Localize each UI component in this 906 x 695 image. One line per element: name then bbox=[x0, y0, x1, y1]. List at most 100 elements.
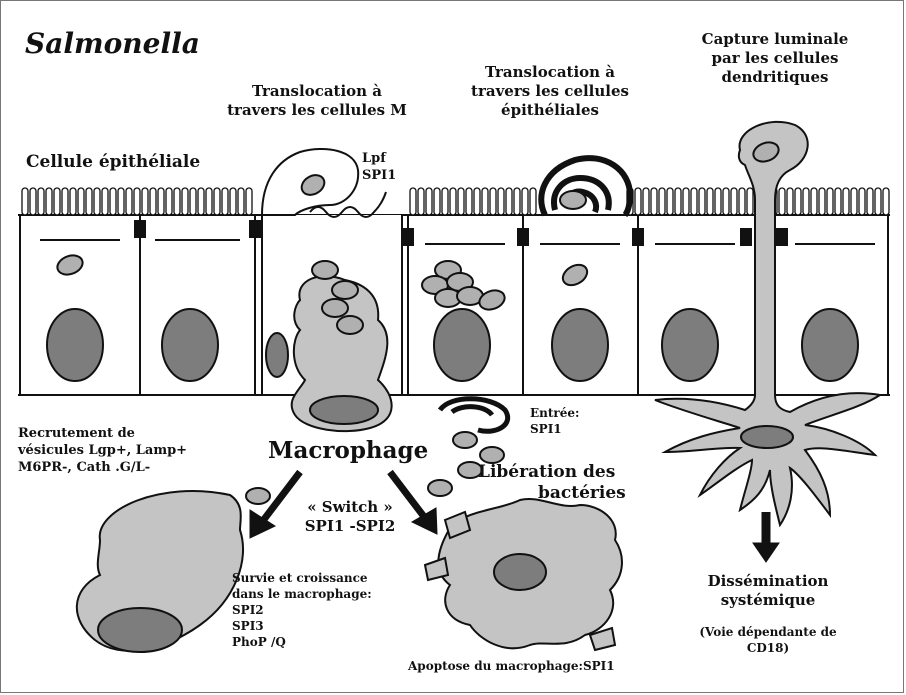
microvillus bbox=[843, 188, 849, 215]
microvillus bbox=[530, 188, 536, 215]
microvillus bbox=[715, 188, 721, 215]
label-lpf: Lpf SPI1 bbox=[362, 150, 396, 184]
microvillus bbox=[851, 188, 857, 215]
microvillus bbox=[787, 188, 793, 215]
label-route: (Voie dépendante de CD18) bbox=[668, 624, 868, 656]
microvillus bbox=[150, 188, 156, 215]
tight-junction bbox=[776, 228, 788, 246]
microvillus bbox=[883, 188, 889, 215]
microvillus bbox=[222, 188, 228, 215]
apoptotic-nucleus bbox=[494, 554, 546, 590]
nucleus bbox=[162, 309, 218, 381]
salmonella-bacterium bbox=[428, 480, 452, 496]
microvillus bbox=[859, 188, 865, 215]
tight-junction bbox=[402, 228, 414, 246]
arrow-dissemination-head bbox=[753, 543, 779, 562]
microvillus bbox=[166, 188, 172, 215]
microvillus bbox=[450, 188, 456, 215]
label-survival: Survie et croissance dans le macrophage:… bbox=[232, 570, 372, 650]
microvillus bbox=[490, 188, 496, 215]
microvillus bbox=[819, 188, 825, 215]
microvillus bbox=[466, 188, 472, 215]
microvillus bbox=[54, 188, 60, 215]
microvillus bbox=[78, 188, 84, 215]
microvillus bbox=[174, 188, 180, 215]
microvillus bbox=[230, 188, 236, 215]
microvillus bbox=[434, 188, 440, 215]
label-luminal-capture: Capture luminale par les cellules dendri… bbox=[670, 30, 880, 87]
microvillus bbox=[875, 188, 881, 215]
microvillus bbox=[739, 188, 745, 215]
label-switch: « Switch » SPI1 -SPI2 bbox=[290, 498, 410, 536]
label-apoptosis: Apoptose du macrophage:SPI1 bbox=[408, 658, 615, 674]
microvillus bbox=[522, 188, 528, 215]
microvillus bbox=[659, 188, 665, 215]
membrane-ruffling bbox=[541, 158, 630, 215]
nucleus bbox=[266, 333, 288, 377]
salmonella-bacterium bbox=[322, 299, 348, 317]
label-dissemination: Dissémination systémique bbox=[668, 572, 868, 610]
microvillus bbox=[779, 188, 785, 215]
microvillus bbox=[426, 188, 432, 215]
microvillus bbox=[667, 188, 673, 215]
microvillus bbox=[102, 188, 108, 215]
microvillus bbox=[651, 188, 657, 215]
microvillus bbox=[691, 188, 697, 215]
microvillus bbox=[86, 188, 92, 215]
label-epithelial-cell: Cellule épithéliale bbox=[26, 152, 200, 173]
microvillus bbox=[514, 188, 520, 215]
microvillus bbox=[190, 188, 196, 215]
label-translocation-epithelial: Translocation à travers les cellules épi… bbox=[455, 63, 645, 120]
microvillus bbox=[46, 188, 52, 215]
microvillus bbox=[731, 188, 737, 215]
salmonella-bacterium bbox=[480, 447, 504, 463]
microvillus bbox=[506, 188, 512, 215]
microvillus bbox=[70, 188, 76, 215]
nucleus bbox=[552, 309, 608, 381]
microvillus bbox=[418, 188, 424, 215]
microvillus bbox=[675, 188, 681, 215]
nucleus bbox=[662, 309, 718, 381]
salmonella-bacterium bbox=[312, 261, 338, 279]
microvillus bbox=[795, 188, 801, 215]
microvillus bbox=[803, 188, 809, 215]
salmonella-bacterium bbox=[246, 488, 270, 504]
label-release: Libération des bactéries bbox=[478, 462, 626, 504]
label-entry: Entrée: SPI1 bbox=[530, 405, 579, 437]
microvillus bbox=[707, 188, 713, 215]
microvillus bbox=[22, 188, 28, 215]
microvillus bbox=[126, 188, 132, 215]
figure-title: Salmonella bbox=[25, 28, 200, 60]
salmonella-bacterium bbox=[560, 191, 586, 209]
microvillus bbox=[410, 188, 416, 215]
microvillus bbox=[110, 188, 116, 215]
microvillus bbox=[442, 188, 448, 215]
salmonella-bacterium bbox=[337, 316, 363, 334]
microvillus bbox=[643, 188, 649, 215]
dendritic-cell-nucleus bbox=[741, 426, 793, 448]
tight-junction bbox=[740, 228, 752, 246]
microvillus bbox=[214, 188, 220, 215]
tight-junction bbox=[517, 228, 529, 246]
microvillus bbox=[94, 188, 100, 215]
tight-junction bbox=[249, 220, 261, 238]
macrophage-nucleus bbox=[310, 396, 378, 424]
microvillus bbox=[118, 188, 124, 215]
entry-swirl bbox=[440, 399, 508, 432]
microvillus bbox=[238, 188, 244, 215]
microvillus bbox=[747, 188, 753, 215]
microvillus bbox=[198, 188, 204, 215]
microvillus bbox=[182, 188, 188, 215]
macrophage-survival-nucleus bbox=[98, 608, 182, 652]
microvillus bbox=[699, 188, 705, 215]
microvillus bbox=[142, 188, 148, 215]
tight-junction bbox=[134, 220, 146, 238]
microvillus bbox=[62, 188, 68, 215]
microvillus bbox=[30, 188, 36, 215]
microvillus bbox=[246, 188, 252, 215]
label-translocation-m: Translocation à travers les cellules M bbox=[222, 82, 412, 120]
microvillus bbox=[38, 188, 44, 215]
microvillus bbox=[811, 188, 817, 215]
label-macrophage: Macrophage bbox=[268, 438, 428, 464]
salmonella-bacterium bbox=[332, 281, 358, 299]
